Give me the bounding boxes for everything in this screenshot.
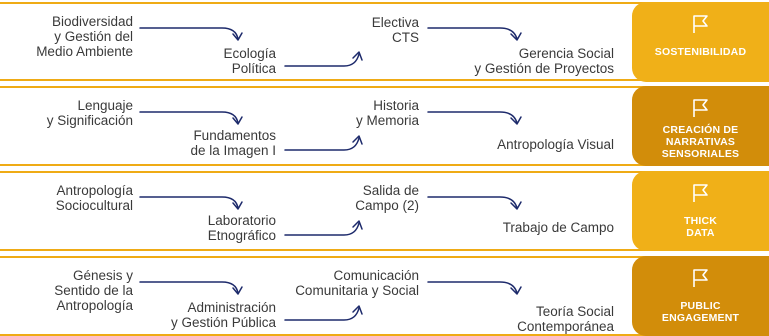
flag-icon	[693, 269, 708, 287]
course-antropologia-visual: Antropología Visual	[497, 137, 614, 152]
flag-icon	[693, 99, 708, 117]
connector-arrows	[139, 196, 522, 236]
flag-icon	[693, 184, 708, 202]
category-label: SOSTENIBILIDAD	[654, 46, 747, 58]
flag-icon	[693, 15, 708, 33]
course-trabajo-campo: Trabajo de Campo	[502, 220, 614, 235]
connector-arrows	[139, 281, 522, 321]
connector-arrows	[139, 27, 522, 67]
connector-arrows	[139, 111, 522, 151]
category-badge-sostenibilidad: SOSTENIBILIDAD	[632, 2, 769, 82]
